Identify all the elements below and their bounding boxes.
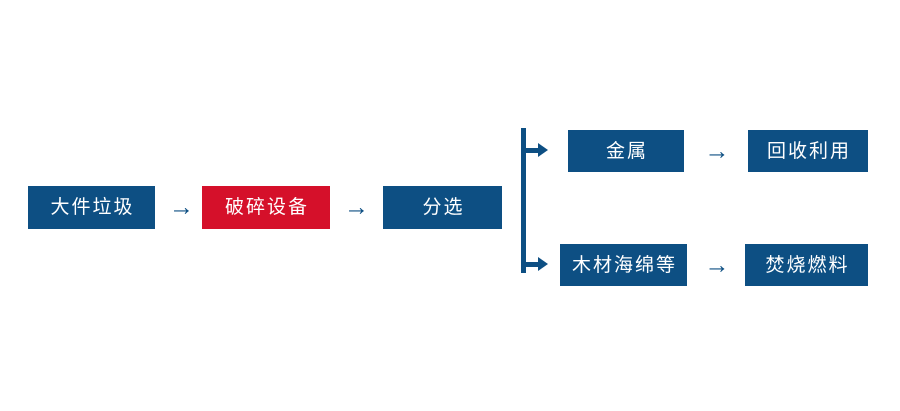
node-bulky-waste: 大件垃圾: [28, 186, 155, 229]
split-branch-bottom-arrowhead-icon: [538, 257, 548, 271]
node-recycle: 回收利用: [748, 130, 868, 172]
node-crusher: 破碎设备: [202, 186, 330, 229]
arrow-right-icon-3: →: [704, 136, 730, 165]
arrow-right-icon-1: →: [169, 193, 194, 221]
arrow-right-icon-2: →: [344, 193, 369, 221]
node-metal: 金属: [568, 130, 684, 172]
split-branch-top-line: [521, 148, 542, 153]
node-fuel: 焚烧燃料: [745, 244, 868, 286]
node-wood-sponge: 木材海绵等: [560, 244, 687, 286]
split-connector-bar: [521, 128, 526, 273]
node-sorting: 分选: [383, 186, 502, 229]
split-branch-top-arrowhead-icon: [538, 143, 548, 157]
arrow-right-icon-4: →: [704, 250, 730, 279]
split-branch-bottom-line: [521, 262, 542, 267]
